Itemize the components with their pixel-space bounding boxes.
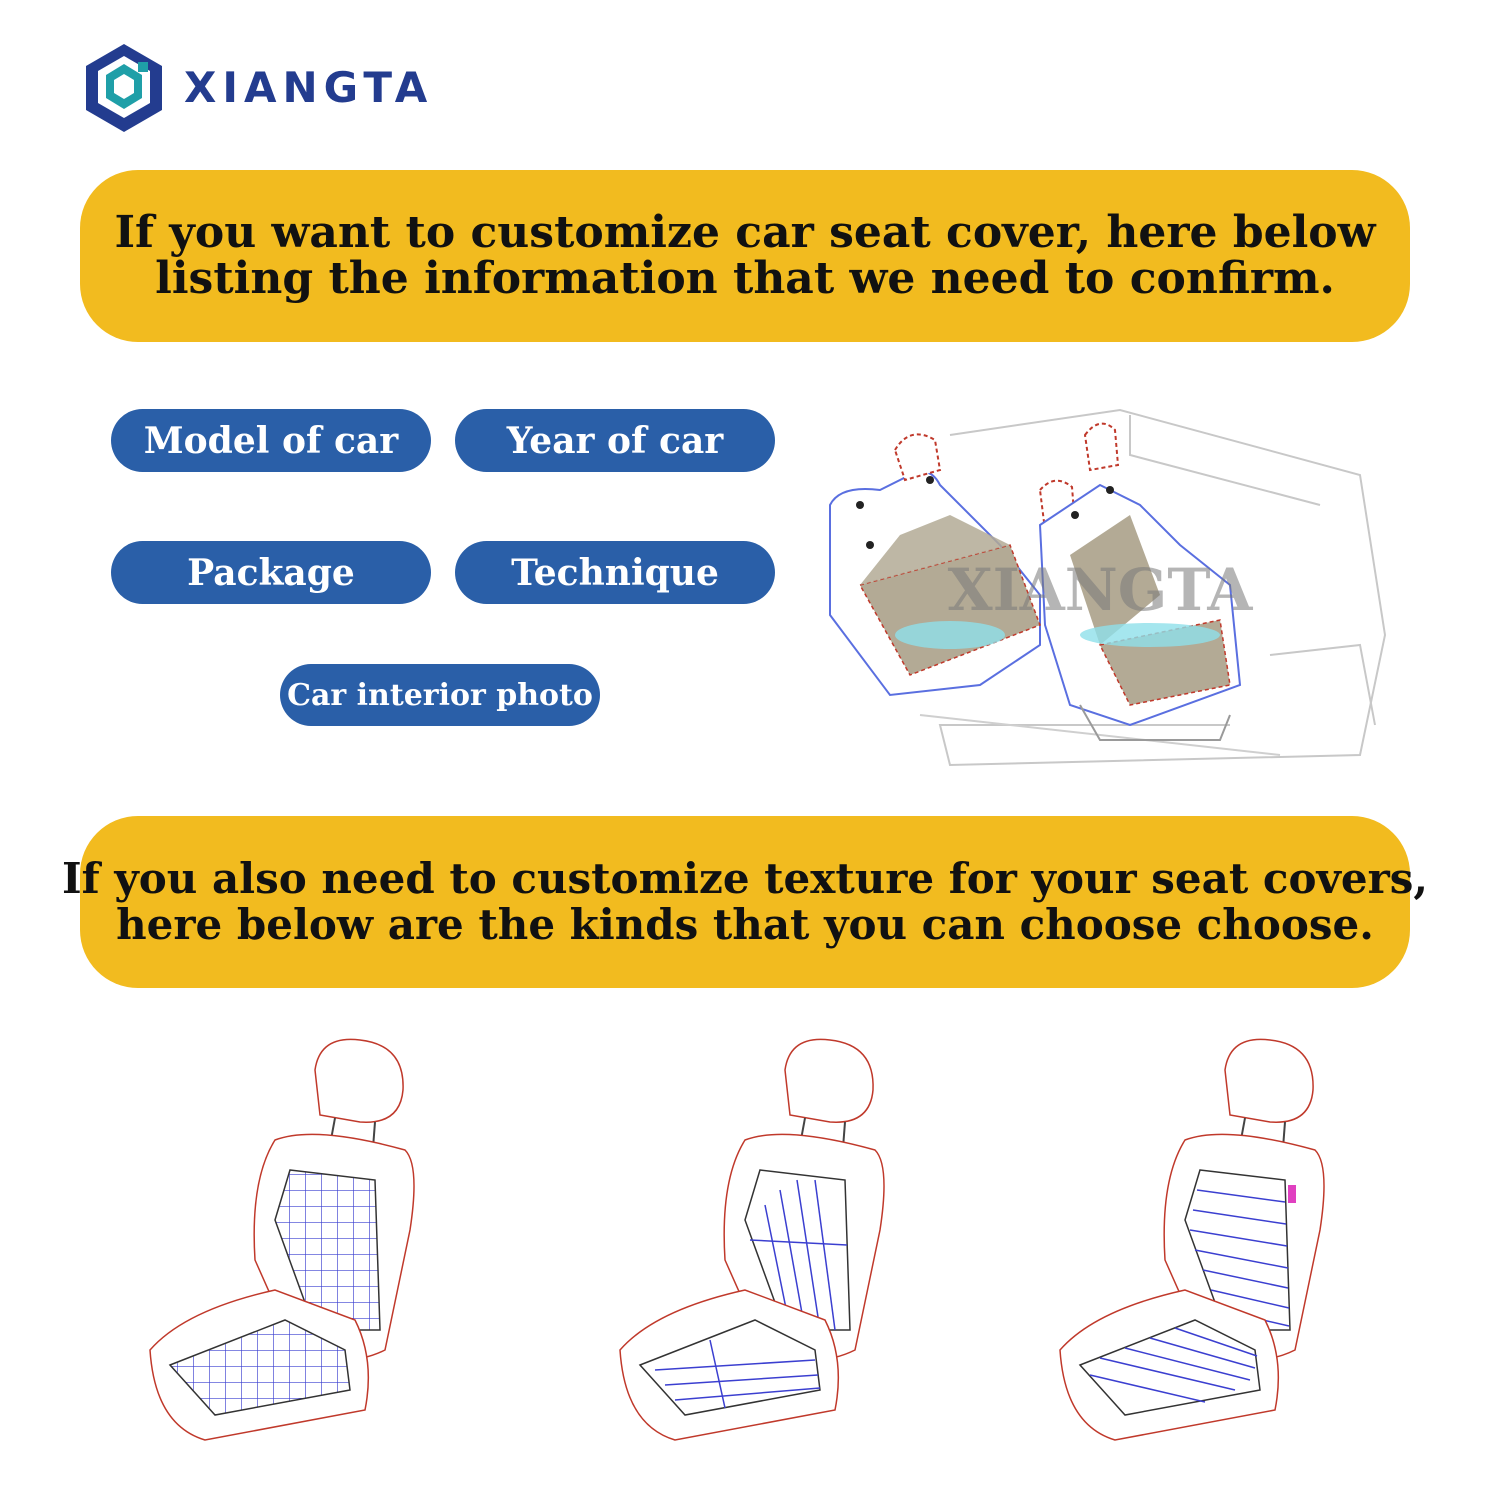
brand-header: XIANGTA	[82, 40, 433, 134]
pill-car-interior-photo: Car interior photo	[280, 664, 600, 726]
brand-name: XIANGTA	[184, 62, 434, 112]
pill-technique: Technique	[455, 541, 775, 604]
watermark-text: XIANGTA	[948, 556, 1254, 624]
pill-package: Package	[111, 541, 431, 604]
vertical-stitch-seat-icon	[615, 1030, 895, 1450]
pill-year-of-car: Year of car	[455, 409, 775, 472]
horizontal-stitch-seat-icon	[1055, 1030, 1335, 1450]
banner-line: here below are the kinds that you can ch…	[116, 900, 1374, 949]
banner-line: listing the information that we need to …	[155, 253, 1335, 304]
banner-line: If you want to customize car seat cover,…	[114, 207, 1376, 258]
texture-banner: If you also need to customize texture fo…	[62, 816, 1428, 988]
requirements-banner: If you want to customize car seat cover,…	[80, 170, 1410, 342]
grid-stitch-seat-icon	[145, 1030, 425, 1450]
banner-line: If you also need to customize texture fo…	[62, 854, 1428, 903]
pill-model-of-car: Model of car	[111, 409, 431, 472]
car-interior-illustration: XIANGTA	[800, 395, 1390, 785]
cube-logo-icon	[86, 44, 162, 132]
